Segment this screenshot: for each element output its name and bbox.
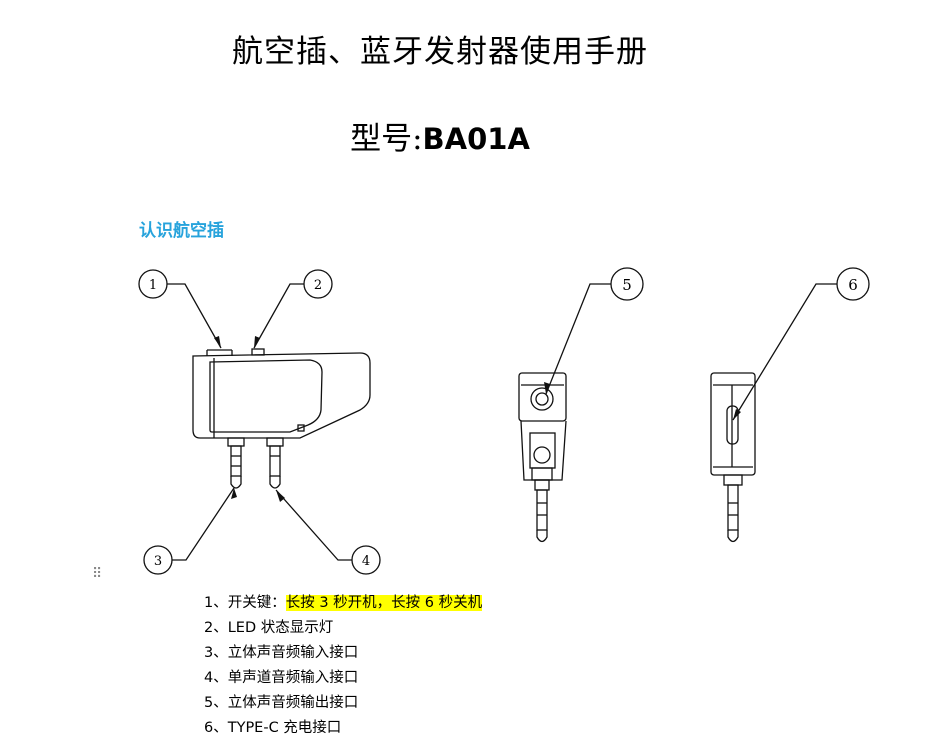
section-heading: 认识航空插 [139,221,224,241]
document-title: 航空插、蓝牙发射器使用手册 [232,34,648,70]
item-text: 1、开关键： [204,595,286,611]
list-item: 5、立体声音频输出接口 [204,691,482,716]
list-item: 4、单声道音频输入接口 [204,666,482,691]
callout-5: 5 [622,276,632,294]
item-text: 6、TYPE-C 充电接口 [204,720,342,736]
callout-1: 1 [149,278,157,293]
list-item: 2、LED 状态显示灯 [204,616,482,641]
list-item: 1、开关键：长按 3 秒开机，长按 6 秒关机 [204,591,483,616]
item-text: 5、立体声音频输出接口 [204,695,359,711]
feature-list: 1、开关键：长按 3 秒开机，长按 6 秒关机 2、LED 状态显示灯 3、立体… [204,591,483,741]
item-text: 4、单声道音频输入接口 [204,670,359,686]
list-item: 6、TYPE-C 充电接口 [204,716,482,741]
model-label: 型号: [350,121,423,157]
list-item: 3、立体声音频输入接口 [204,641,482,666]
model-line: 型号:BA01A [0,113,880,158]
callout-6: 6 [848,276,858,294]
item-text: 3、立体声音频输入接口 [204,645,359,661]
callout-2: 2 [314,278,322,293]
drag-handle-icon[interactable]: ⠿ [92,566,103,582]
device-diagram: 1 2 3 4 5 6 [138,267,870,575]
item-text: 2、LED 状态显示灯 [204,620,334,636]
item-highlight: 长按 3 秒开机，长按 6 秒关机 [285,595,483,611]
callout-3: 3 [154,554,162,569]
model-code: BA01A [422,122,530,156]
callout-4: 4 [362,554,370,569]
